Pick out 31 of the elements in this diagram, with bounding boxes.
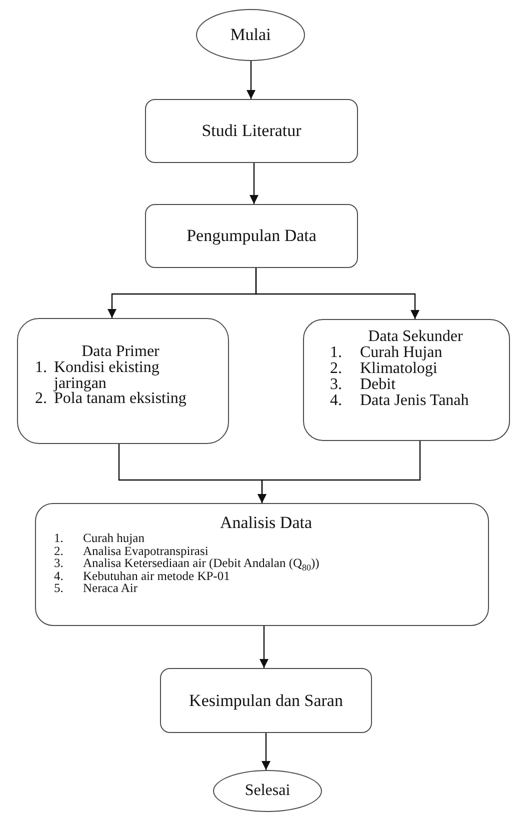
connector-arrow — [246, 61, 256, 99]
connector-arrow — [250, 163, 258, 204]
process-box — [160, 668, 372, 733]
box-heading: Analisis Data — [218, 514, 314, 532]
connector-arrow — [260, 626, 268, 668]
connector-arrow — [262, 733, 270, 770]
list-item: 2. Pola tanam eksisting — [35, 391, 188, 406]
node-label: Selesai — [244, 782, 290, 800]
list-item: 1. Curah hujan — [54, 532, 146, 545]
list-item: 1. Curah Hujan — [330, 345, 444, 361]
list-item: 5. Neraca Air — [54, 582, 138, 595]
connector-arrow — [255, 268, 420, 319]
node-label: Kesimpulan dan Saran — [189, 690, 343, 710]
process-box — [17, 318, 229, 444]
process-box — [145, 204, 358, 268]
list-item: 4. Kebutuhan air metode KP-01 — [54, 570, 230, 582]
process-box — [303, 319, 510, 441]
node-label: Pengumpulan Data — [186, 226, 316, 246]
process-box — [145, 99, 358, 163]
process-box — [35, 503, 489, 626]
box-heading: Data Sekunder — [367, 328, 464, 345]
list-item: 1. Kondisi ekisting jaringan — [35, 360, 160, 391]
connector-arrow — [258, 441, 421, 503]
list-item: 2. Klimatologi — [330, 361, 438, 377]
box-heading: Data Primer — [80, 343, 160, 360]
node-label: Studi Literatur — [202, 121, 302, 141]
list-item: 3. Analisa Ketersediaan air (Debit Andalan (Q$_{80}$)) — [54, 557, 320, 570]
list-item: 2. Analisa Evapotranspirasi — [54, 544, 210, 558]
list-item: 4. Data Jenis Tanah — [330, 393, 470, 409]
node-label: Mulai — [230, 25, 271, 45]
list-item: 3. Debit — [330, 377, 396, 393]
